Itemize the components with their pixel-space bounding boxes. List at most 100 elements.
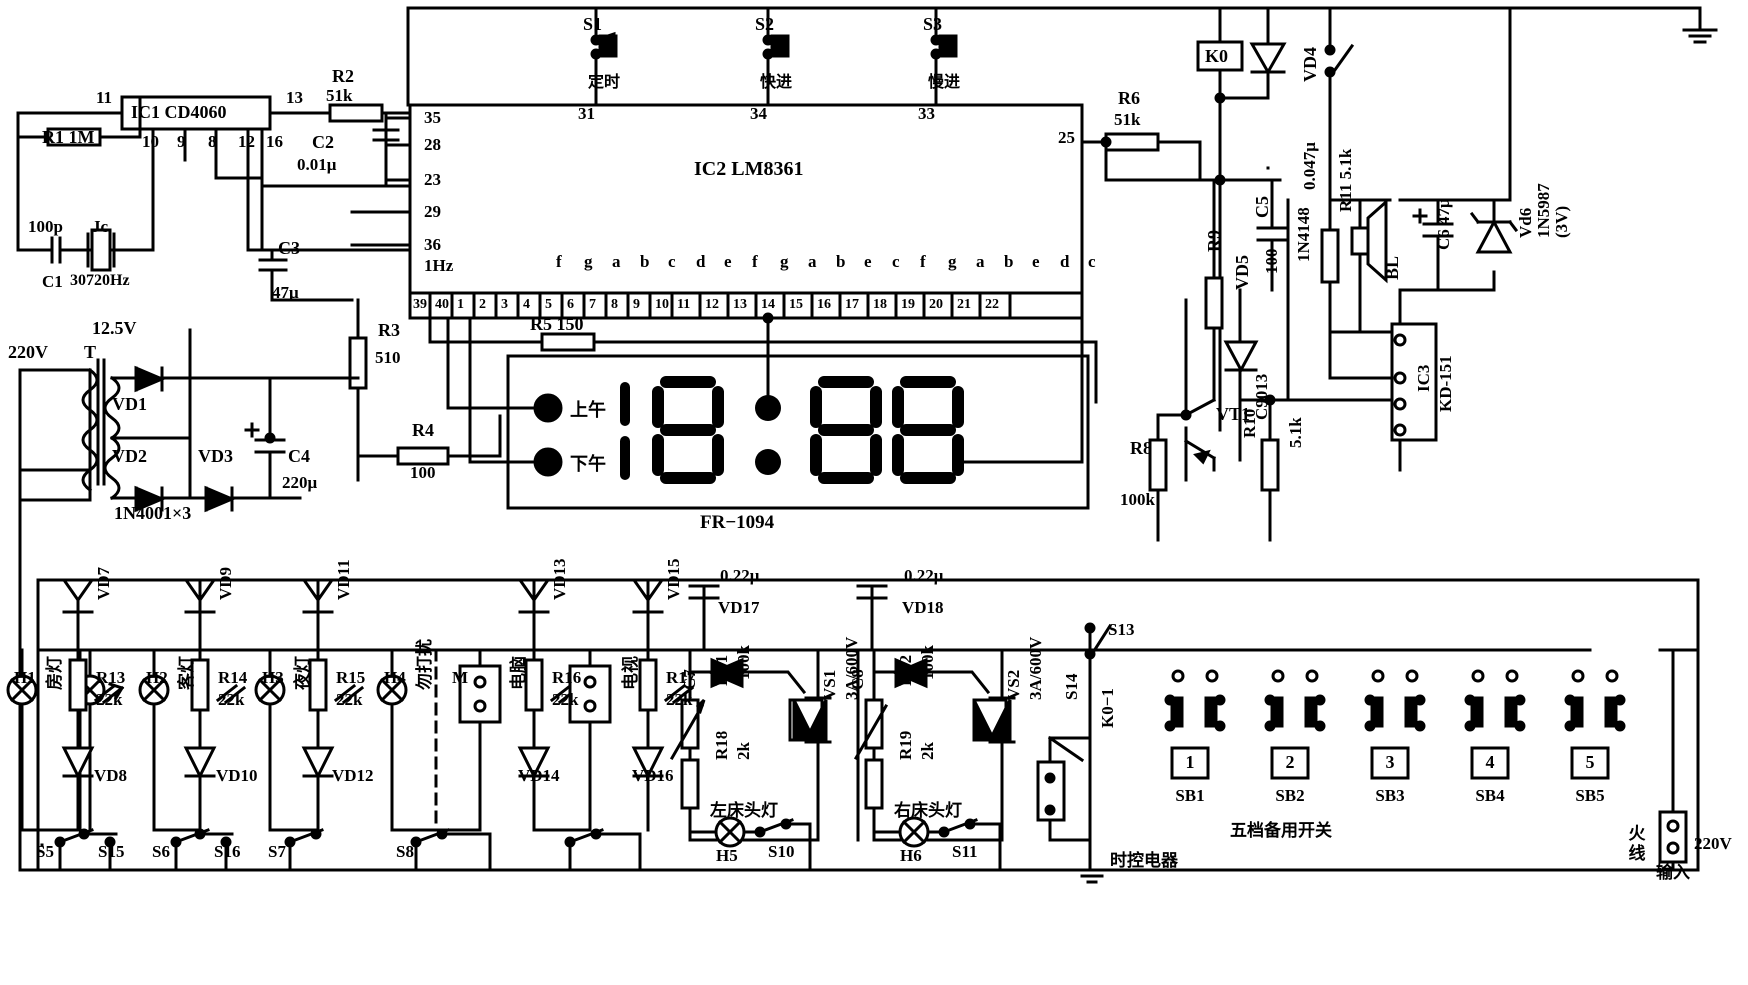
ic2-pin-number: 40 [435,297,449,312]
spare-switch-number[interactable]: 2 [1285,752,1295,772]
r8-label: R8 [1130,438,1152,458]
spare-switch-number[interactable]: 1 [1185,752,1195,772]
segment-letter: c [892,252,900,271]
switch-s3-id: S3 [923,14,943,34]
segment-letter: e [724,252,732,271]
segment-letter: a [976,252,985,271]
segment-letter: a [808,252,817,271]
r9-value: 100 [1262,248,1281,275]
r2-label: R2 [332,66,354,86]
ic3-type: KD-151 [1436,355,1455,412]
lamp-h2-name: 客灯 [177,656,196,690]
ic2-pin-number: 18 [873,297,887,312]
switch-s10-label: S10 [768,842,795,861]
r10-label: R10 [1240,408,1259,438]
vs2-label: VS2 [1004,669,1023,700]
c4-value: 220μ [282,473,318,492]
switch-s2-id: S2 [755,14,775,34]
segment-letter: c [1088,252,1096,271]
lamp-h6-label: H6 [900,846,922,865]
ic2-pin-number: 16 [817,297,831,312]
ic2-pin-number: 21 [957,297,971,312]
vd5-type: 1N4148 [1294,207,1313,262]
crystal-frequency: 30720Hz [70,272,130,289]
switch-s11-label: S11 [952,842,978,861]
lamp-h4-name: 勿打扰 [415,639,434,690]
relay-contact-k0-1-label: K0−1 [1098,688,1117,728]
c8-label: C8 [848,669,867,690]
vd13-label: VD13 [550,558,569,600]
spare-switch-id: SB3 [1375,786,1405,805]
display-pm-label: 下午 [570,454,606,475]
vs1-label: VS1 [820,669,839,700]
segment-letter: a [612,252,621,271]
segment-letter: d [696,252,706,271]
right-bedlamp-name: 右床头灯 [894,801,962,821]
ic2-pin-number: 19 [901,297,915,312]
ic2-pin-29: 29 [424,202,441,221]
vd18-label: VD18 [902,598,944,617]
timer-device-label: 时控电器 [1110,851,1178,871]
ic1-pin-13: 13 [286,88,303,107]
spare-switch-id: SB5 [1575,786,1605,805]
ic1-pin-8: 8 [208,132,217,151]
ic2-pin-1hz: 1Hz [424,256,454,275]
c8-value: 0.22μ [904,566,944,585]
spare-switch-number[interactable]: 3 [1385,752,1395,772]
display-am-label: 上午 [570,400,606,421]
ic2-pin-number: 39 [413,297,427,312]
r3-label: R3 [378,320,400,340]
vd7-label: VD7 [94,566,113,600]
ic2-pin-34: 34 [750,104,767,123]
r14-label: R14 [218,668,248,687]
ic2-pin-number: 4 [523,297,530,312]
r4-label: R4 [412,420,434,440]
ic2-pin-number: 6 [567,297,574,312]
c3-value: 47μ [272,283,299,302]
ic1-pin-12: 12 [238,132,255,151]
lamp-h1-label: H1 [14,668,36,687]
r17-value: 22k [666,690,693,709]
segment-letter: b [640,252,650,271]
ic2-pin-number: 12 [705,297,719,312]
r13-value: 22k [96,690,123,709]
vd14-label: VD14 [518,766,560,785]
vd8-label: VD8 [94,766,128,785]
ic2-pin-number: 17 [845,297,859,312]
ic2-pin-number: 20 [929,297,943,312]
spare-switch-number[interactable]: 4 [1485,752,1495,772]
c5-label: C5 [1252,196,1272,218]
r3-value: 510 [375,348,401,367]
c7-label: C7 [680,669,699,690]
ic1-label: IC1 CD4060 [131,102,227,122]
lamp-h2-label: H2 [146,668,168,687]
switch-s5-label: S5 [36,842,54,861]
segment-letter: f [556,252,562,271]
spare-switch-number[interactable]: 5 [1585,752,1595,772]
spare-switch-group-label: 五档备用开关 [1230,821,1332,841]
c7-value: 0.22μ [720,566,760,585]
ic2-pin-number: 11 [677,297,691,312]
vd16-label: VD16 [632,766,674,785]
segment-letter: f [920,252,926,271]
switch-s16-label: S16 [214,842,241,861]
ic2-pin-33: 33 [918,104,935,123]
socket-tv-name: 电视 [621,656,640,690]
crystal-label: Jc [92,217,109,236]
ic2-pin-number: 7 [589,297,596,312]
lamp-h3-name: 夜灯 [293,656,312,690]
c2-label: C2 [312,132,334,152]
r19-label: R19 [896,730,915,760]
switch-s13-label: S13 [1108,620,1135,639]
ic1-pin-9: 9 [177,132,186,151]
r15-label: R15 [336,668,366,687]
segment-letter: g [948,252,957,271]
ic2-pin-25: 25 [1058,128,1075,147]
r14-value: 22k [218,690,245,709]
vt1-label: VT1 [1216,404,1251,424]
r10-value: 5.1k [1286,417,1305,448]
ic2-pin-number: 2 [479,297,486,312]
r13-label: R13 [96,668,126,687]
